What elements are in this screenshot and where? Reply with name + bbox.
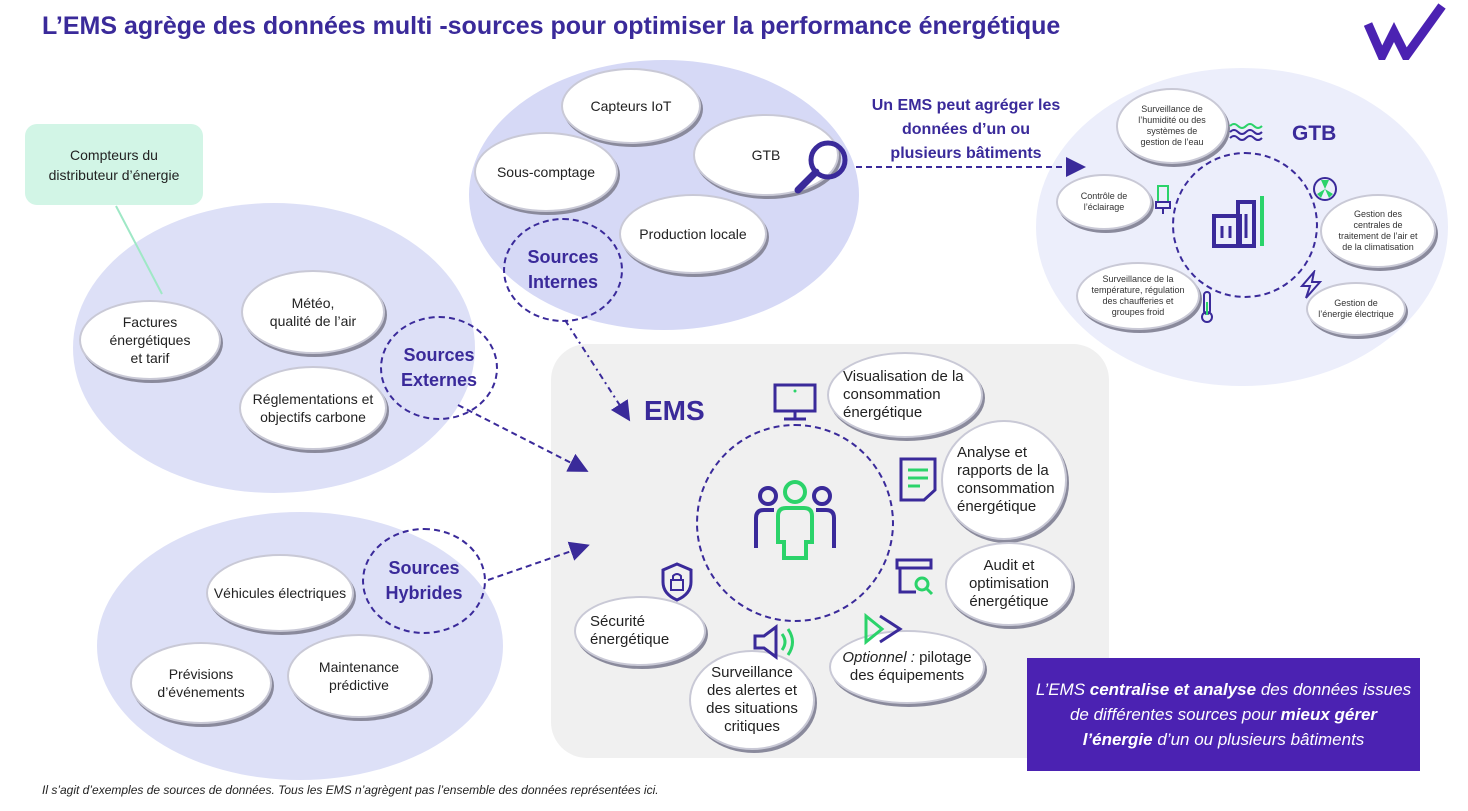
sources-externes: Sources Externes — [380, 316, 498, 420]
summary-p1: L’EMS — [1035, 680, 1090, 699]
maintenance-bubble: Maintenance prédictive — [287, 634, 431, 718]
report-icon — [899, 457, 937, 502]
reglementations-bubble: Réglementations et objectifs carbone — [239, 366, 387, 450]
summary-b2: mieux gérer l’énergie — [1082, 705, 1378, 749]
footnote: Il s’agit d’exemples de sources de donné… — [42, 783, 659, 797]
ems-analyse-bubble: Analyse et rapports de la consommation é… — [941, 420, 1067, 540]
page-title: L’EMS agrège des données multi -sources … — [42, 12, 1061, 40]
sources-internes: Sources Internes — [503, 218, 623, 322]
ems-audit-bubble: Audit et optimisation énergétique — [945, 542, 1073, 626]
gtb-eclairage-bubble: Contrôle de l’éclairage — [1056, 174, 1152, 230]
gtb-air-bubble: Gestion des centrales de traitement de l… — [1320, 194, 1436, 268]
ems-surveillance-bubble: Surveillance des alertes et des situatio… — [689, 650, 815, 750]
logo-icon — [1364, 3, 1446, 60]
ems-title: EMS — [644, 395, 705, 426]
production-bubble: Production locale — [619, 194, 767, 274]
water-waves-icon — [1229, 123, 1263, 141]
pilotage-optional: Optionnel : — [842, 649, 915, 666]
arrow-internes-to-ems — [564, 319, 631, 422]
play-control-icon — [864, 612, 903, 646]
thermometer-icon — [1201, 291, 1213, 323]
ems-pilotage-bubble: Optionnel : pilotage des équipements — [829, 630, 985, 704]
gtb-humidite-bubble: Surveillance de l’humidité ou des systèm… — [1116, 88, 1228, 164]
ems-ring — [696, 424, 894, 622]
ems-visualisation-bubble: Visualisation de la consommation énergét… — [827, 352, 983, 438]
vehicules-bubble: Véhicules électriques — [206, 554, 354, 632]
gtb-bubble: GTB — [693, 114, 839, 196]
sources-hybrides: Sources Hybrides — [362, 528, 486, 634]
building-icon — [1212, 196, 1264, 248]
souscomptage-bubble: Sous-comptage — [474, 132, 618, 212]
magnifier-icon — [794, 140, 848, 194]
lightning-icon — [1299, 270, 1323, 299]
monitor-icon — [773, 383, 817, 421]
ems-securite-bubble: Sécurité énergétique — [574, 596, 706, 666]
arrow-hybrides-to-ems — [487, 541, 590, 581]
summary-p2: des données issues de différentes source… — [1069, 680, 1412, 724]
previsions-bubble: Prévisions d’événements — [130, 642, 272, 724]
compteurs-link — [115, 205, 163, 295]
lightbulb-icon — [1155, 185, 1171, 214]
gtb-ring — [1172, 152, 1318, 298]
summary-box: L’EMS centralise et analyse des données … — [1027, 658, 1420, 771]
aggregation-note: Un EMS peut agréger les données d’un ou … — [871, 97, 1061, 162]
gtb-title: GTB — [1292, 122, 1337, 145]
lock-shield-icon — [661, 562, 693, 602]
summary-p3: d’un ou plusieurs bâtiments — [1152, 730, 1365, 749]
audit-icon — [895, 558, 934, 596]
compteurs-box: Compteurs du distributeur d’énergie — [25, 124, 203, 205]
fan-icon — [1313, 177, 1337, 201]
meteo-bubble: Météo, qualité de l’air — [241, 270, 385, 354]
summary-b1: centralise et analyse — [1089, 680, 1257, 699]
alert-speaker-icon — [753, 624, 794, 660]
pilotage-text: pilotage des équipements — [849, 649, 972, 684]
arrow-externes-to-ems — [457, 404, 589, 472]
capteurs-bubble: Capteurs IoT — [561, 68, 701, 144]
gtb-electrique-bubble: Gestion de l’énergie électrique — [1306, 282, 1406, 336]
factures-bubble: Factures énergétiques et tarif — [79, 300, 221, 380]
gtb-temperature-bubble: Surveillance de la température, régulati… — [1076, 262, 1200, 330]
people-icon — [754, 480, 836, 560]
